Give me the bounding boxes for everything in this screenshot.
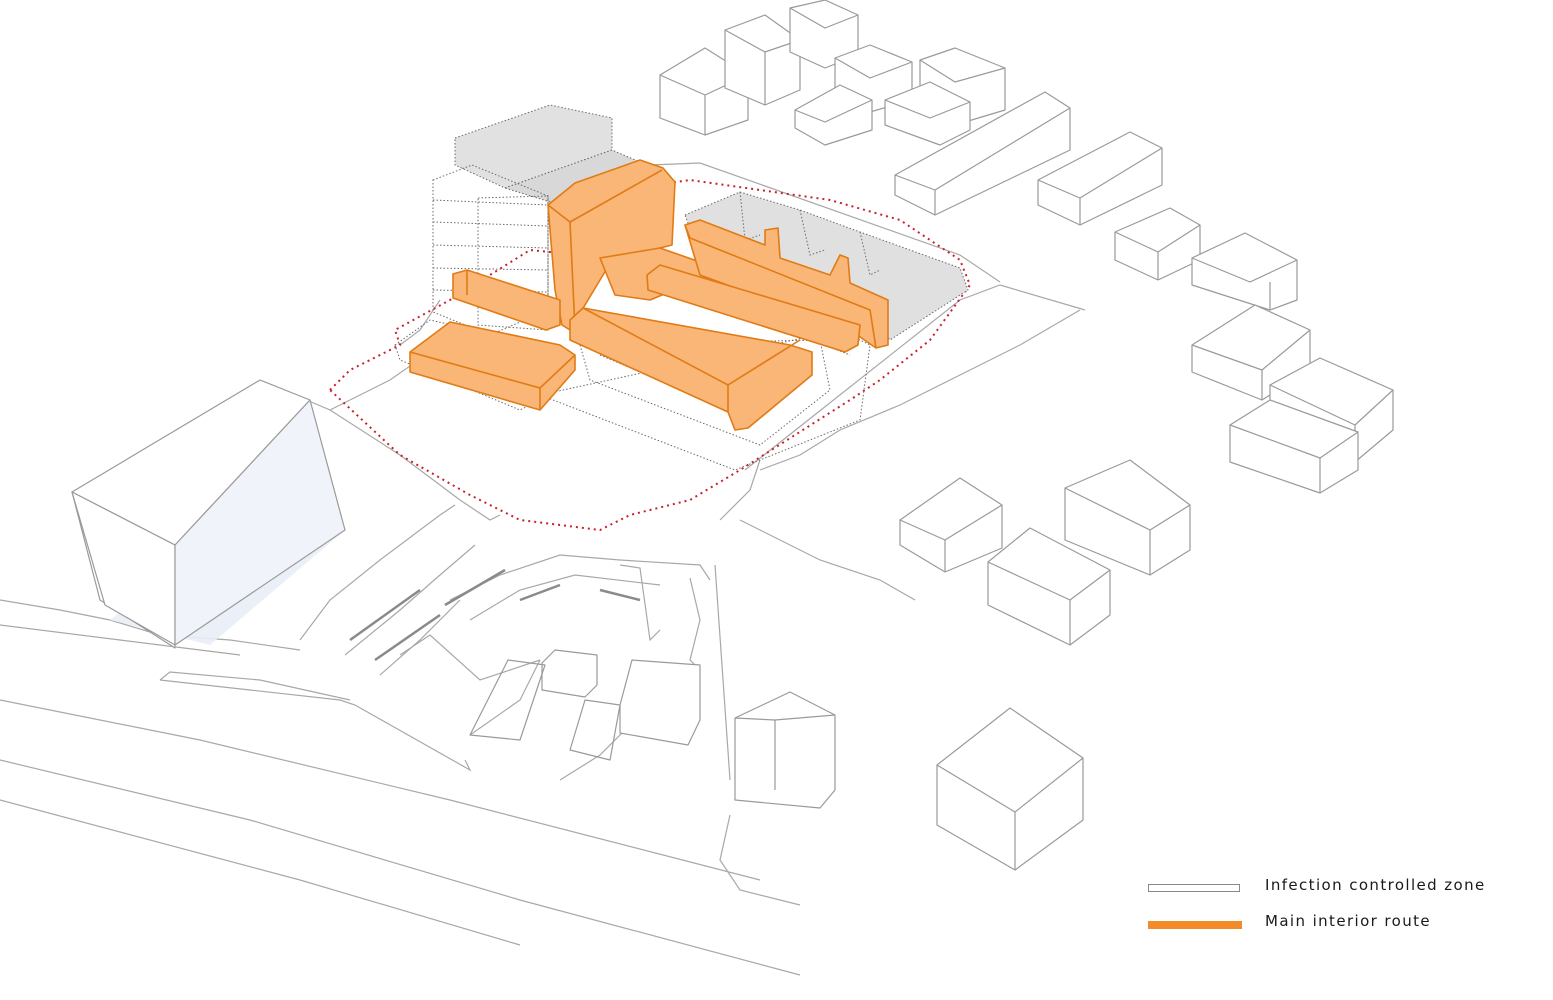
legend-label-infection-zone: Infection controlled zone <box>1265 876 1486 894</box>
route-l-block <box>409 321 576 411</box>
route-arm-left <box>452 269 561 331</box>
house <box>1191 232 1298 311</box>
houses <box>469 0 1394 871</box>
road-network <box>0 162 1086 976</box>
legend-item-infection-zone: Infection controlled zone <box>1148 872 1538 908</box>
small-block <box>541 649 598 698</box>
house <box>899 477 1003 573</box>
house <box>1064 459 1191 576</box>
legend-swatch-route <box>1148 921 1242 929</box>
house <box>987 527 1111 646</box>
legend: Infection controlled zone Main interior … <box>1148 872 1538 944</box>
legend-label-interior-route: Main interior route <box>1265 912 1432 930</box>
hospital-complex-wireframe <box>394 104 969 471</box>
route-arm-inner <box>646 264 861 353</box>
house-row <box>894 91 1071 216</box>
house <box>789 0 859 69</box>
route-spine <box>569 307 813 431</box>
house <box>724 14 801 106</box>
parking-lines <box>349 568 641 662</box>
tall-building-left <box>71 379 346 649</box>
house <box>884 81 971 146</box>
house <box>1229 399 1359 494</box>
house-row <box>1037 131 1163 226</box>
house <box>794 84 873 146</box>
legend-swatch-outline <box>1148 884 1240 892</box>
house <box>1114 207 1201 281</box>
route-arm-upper <box>684 219 889 349</box>
legend-item-interior-route: Main interior route <box>1148 908 1538 944</box>
house <box>734 691 836 809</box>
house-cube <box>936 707 1084 871</box>
small-block <box>619 659 701 746</box>
main-interior-route <box>409 159 889 431</box>
